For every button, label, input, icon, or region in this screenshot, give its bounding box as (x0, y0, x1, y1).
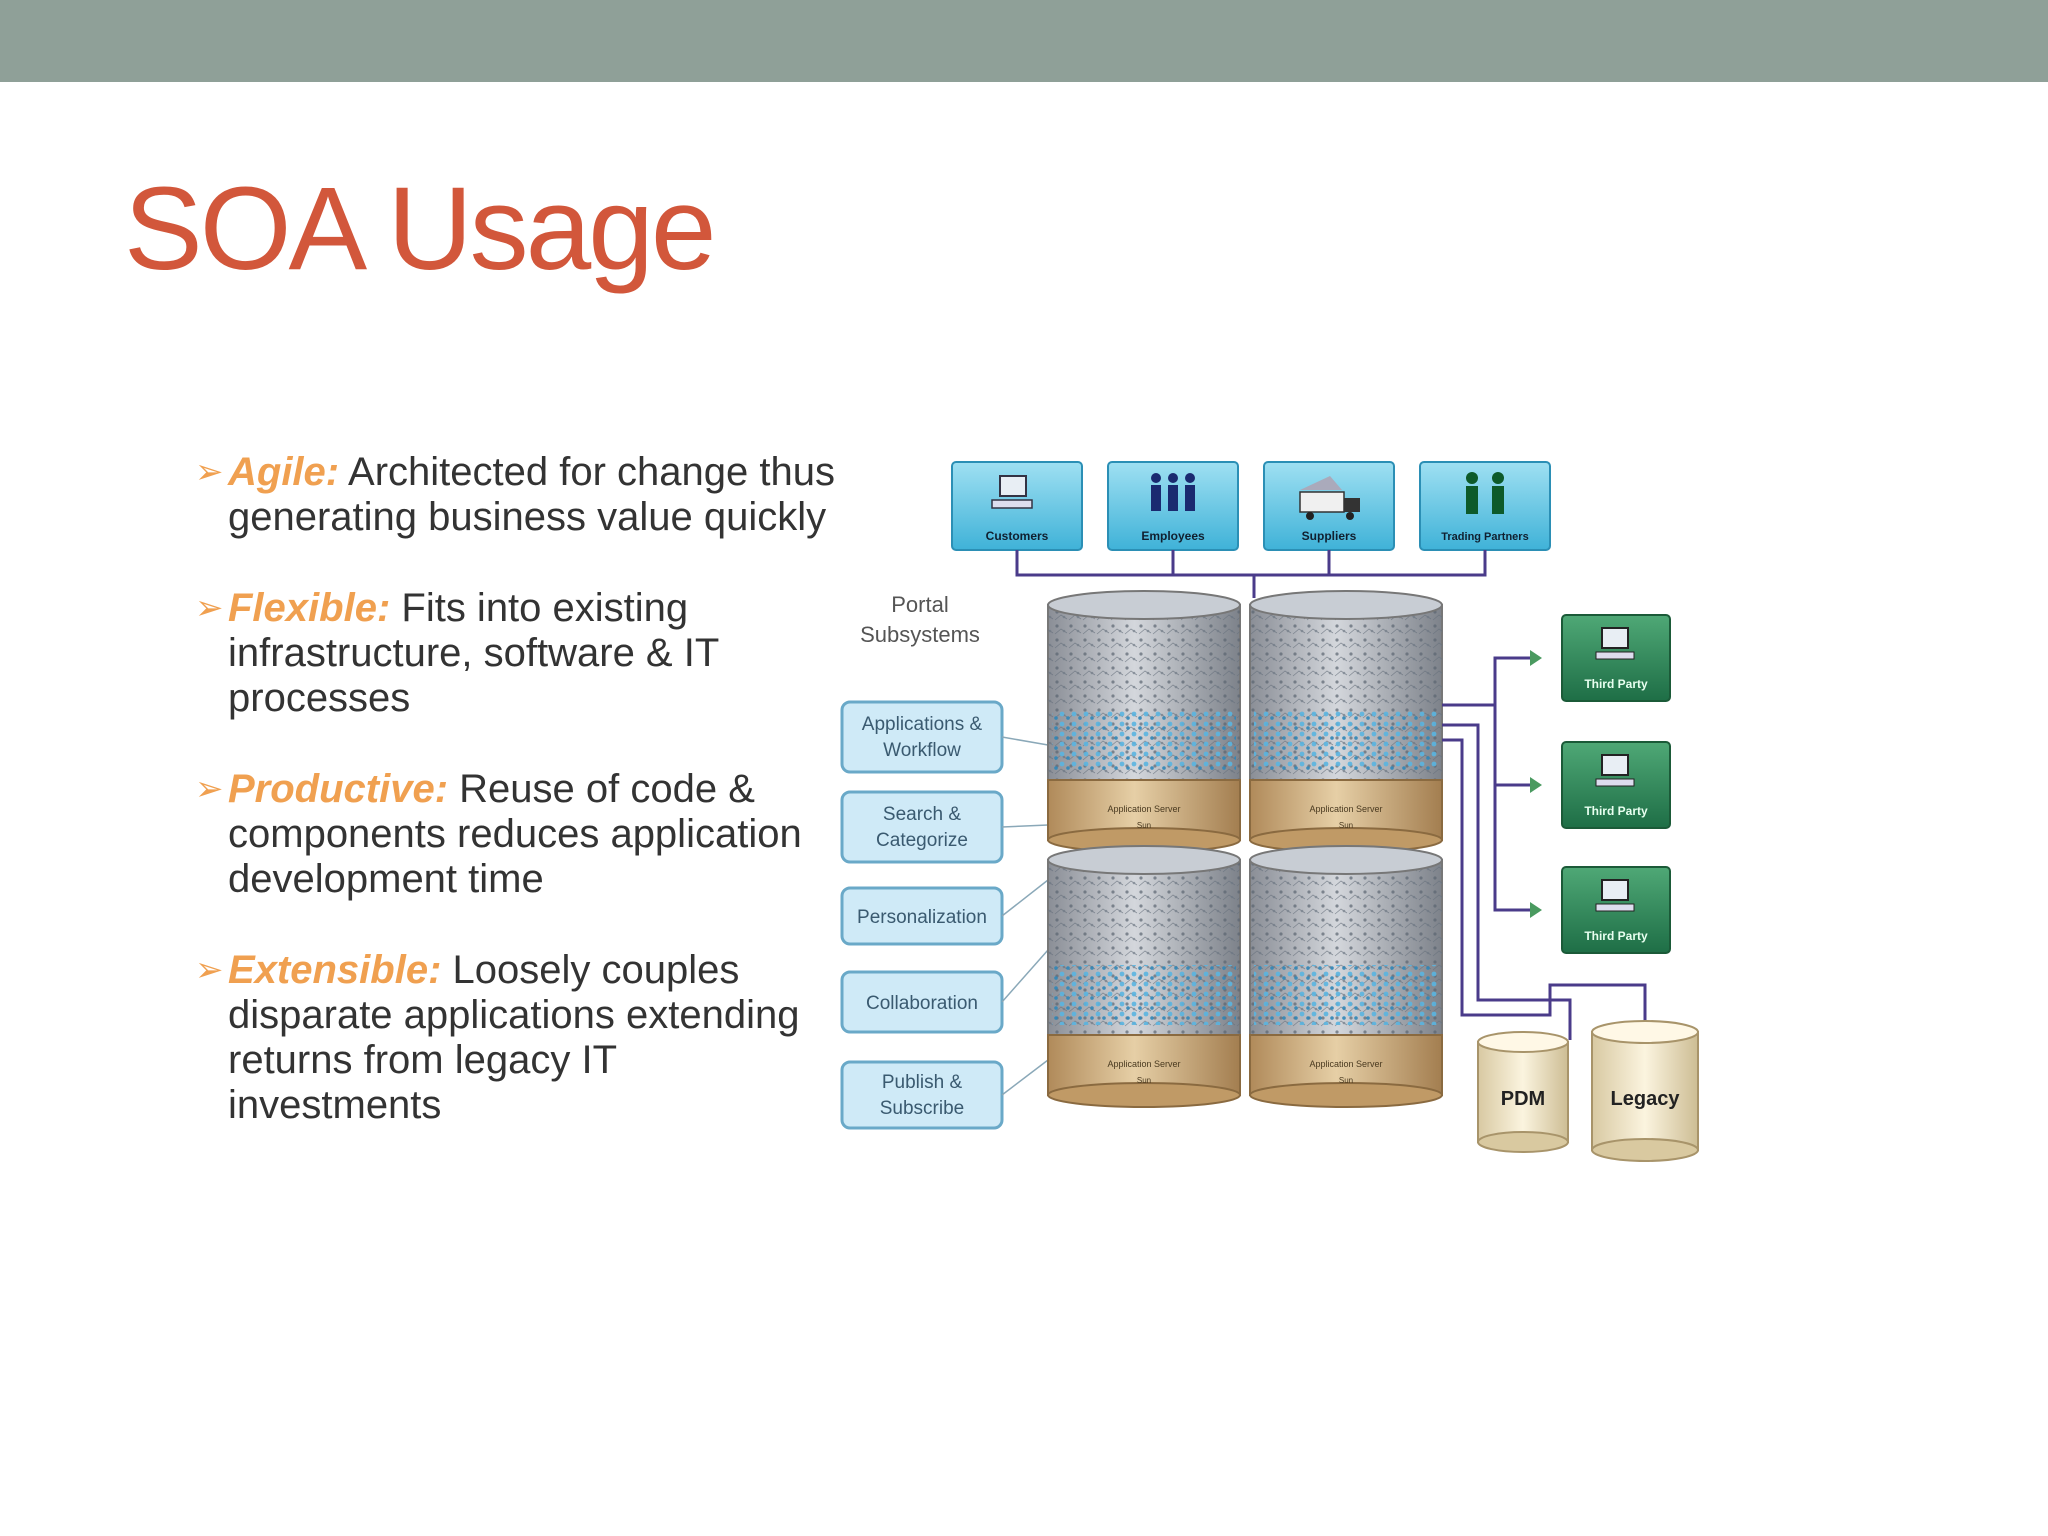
database-label: PDM (1501, 1088, 1545, 1110)
bullet-text: Fits into existing infrastructure, softw… (228, 586, 719, 720)
subsystem-label: Publish & (882, 1072, 963, 1093)
computer-icon (1601, 627, 1629, 649)
user-tile-employees: Employees (1107, 461, 1239, 551)
connector-arrowheads (1530, 650, 1542, 918)
subsystem-applications-workflow: Applications & Workflow (840, 700, 1004, 774)
third-party-label: Third Party (1584, 804, 1648, 818)
computer-icon (1601, 754, 1629, 776)
user-label: Suppliers (1302, 529, 1357, 543)
user-label: Employees (1141, 529, 1205, 543)
app-server-sub: Sun (1339, 1076, 1353, 1085)
arrow-bullet-icon: ➢ (195, 770, 224, 808)
subsystem-label: Applications & (862, 714, 983, 735)
subsystem-label: Collaboration (866, 993, 978, 1014)
soa-architecture-diagram: Customers Employees Suppliers Trading Pa… (840, 461, 1699, 1162)
bullet-flexible: ➢Flexible: Fits into existing infrastruc… (195, 586, 835, 721)
third-party-tile-1: Third Party (1561, 614, 1671, 702)
bullet-text: Reuse of code & components reduces appli… (228, 767, 802, 901)
app-server-label: Application Server (1309, 1059, 1382, 1069)
bullet-productive: ➢Productive: Reuse of code & components … (195, 767, 835, 902)
bullet-list: ➢Agile: Architected for change thus gene… (195, 450, 835, 1174)
bullet-term: Productive: (228, 767, 449, 811)
database-legacy: Legacy (1591, 1020, 1699, 1162)
app-server-label: Application Server (1309, 804, 1382, 814)
app-server-label: Application Server (1107, 804, 1180, 814)
subsystem-label: Search & (883, 804, 961, 825)
people-icon (1151, 473, 1195, 511)
third-party-label: Third Party (1584, 929, 1648, 943)
bullet-term: Agile: (228, 450, 340, 494)
subsystem-label: Personalization (857, 907, 987, 928)
app-server-label: Application Server (1107, 1059, 1180, 1069)
app-server-cylinder-4: Application Server Sun (1249, 845, 1443, 1108)
bullet-term: Extensible: (228, 948, 442, 992)
truck-icon (1299, 476, 1360, 520)
top-bar (0, 0, 2048, 82)
database-label: Legacy (1611, 1088, 1681, 1110)
user-tile-trading-partners: Trading Partners (1419, 461, 1551, 551)
computer-icon (991, 475, 1033, 509)
subsystem-collaboration: Collaboration (840, 970, 1004, 1034)
subsystem-label: Subscribe (880, 1098, 965, 1119)
bullet-text: Architected for change thus generating b… (228, 450, 835, 539)
user-label: Customers (986, 529, 1049, 543)
user-tile-suppliers: Suppliers (1263, 461, 1395, 551)
app-server-cylinder-1: Application Server Sun (1047, 590, 1241, 853)
third-party-tile-3: Third Party (1561, 866, 1671, 954)
subsystem-personalization: Personalization (840, 886, 1004, 946)
app-server-sub: Sun (1137, 1076, 1151, 1085)
computer-icon (1601, 879, 1629, 901)
bullet-agile: ➢Agile: Architected for change thus gene… (195, 450, 835, 540)
database-pdm: PDM (1477, 1031, 1569, 1153)
subsystem-publish-subscribe: Publish & Subscribe (840, 1060, 1004, 1130)
app-server-sub: Sun (1137, 821, 1151, 830)
arrow-bullet-icon: ➢ (195, 453, 224, 491)
subsystem-connectors (1001, 736, 1049, 1096)
third-party-label: Third Party (1584, 677, 1648, 691)
arrow-bullet-icon: ➢ (195, 589, 224, 627)
app-server-cylinder-2: Application Server Sun (1249, 590, 1443, 853)
subsystem-label: Workflow (883, 740, 961, 761)
subsystem-label: Categorize (876, 830, 968, 851)
app-server-sub: Sun (1339, 821, 1353, 830)
partners-icon (1466, 472, 1504, 514)
slide-title: SOA Usage (124, 163, 717, 295)
bullet-extensible: ➢Extensible: Loosely couples disparate a… (195, 948, 835, 1128)
user-tile-customers: Customers (951, 461, 1083, 551)
app-server-cylinder-3: Application Server Sun (1047, 845, 1241, 1108)
arrow-bullet-icon: ➢ (195, 951, 224, 989)
backend-connectors (1442, 656, 1647, 1040)
subsystem-search-categorize: Search & Categorize (840, 790, 1004, 864)
bullet-term: Flexible: (228, 586, 391, 630)
portal-label-line2: Subsystems (860, 622, 980, 647)
user-label: Trading Partners (1441, 531, 1528, 543)
portal-label-line1: Portal (891, 592, 948, 617)
bullet-text: Loosely couples disparate applications e… (228, 948, 800, 1127)
user-connectors (1015, 550, 1487, 598)
third-party-tile-2: Third Party (1561, 741, 1671, 829)
